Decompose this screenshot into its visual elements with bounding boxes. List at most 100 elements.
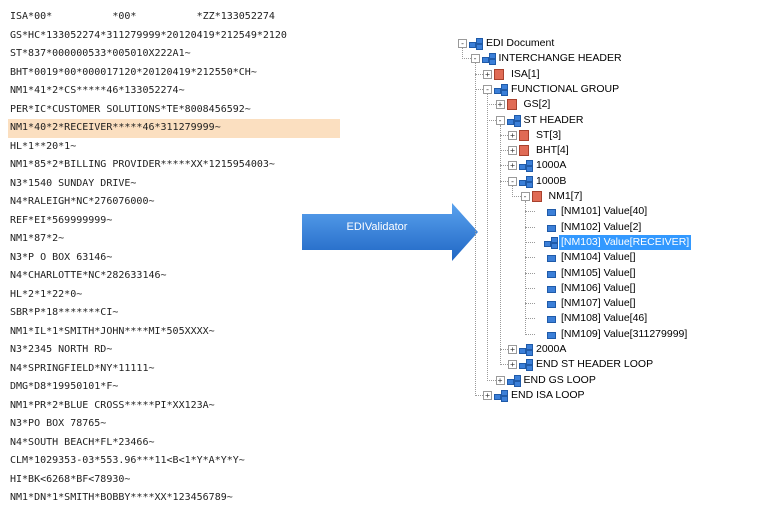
- expand-icon[interactable]: +: [508, 161, 517, 171]
- group-icon: [519, 160, 533, 173]
- collapse-icon[interactable]: -: [458, 39, 467, 48]
- edi-line: N3*PO BOX 78765~: [10, 418, 107, 429]
- edi-line: N3*P O BOX 63146~: [10, 251, 113, 263]
- element-icon: [547, 224, 556, 232]
- edi-line: NM1*DN*1*SMITH*BOBBY****XX*123456789~: [10, 492, 233, 503]
- edi-line: NM1*PR*2*BLUE CROSS*****PI*XX123A~: [10, 399, 215, 411]
- segment-icon: [519, 129, 529, 141]
- expand-icon[interactable]: +: [508, 360, 517, 370]
- collapse-icon[interactable]: -: [520, 192, 530, 201]
- tree-node-label: 1000B: [536, 174, 567, 187]
- tree-node-label: END ISA LOOP: [511, 388, 585, 401]
- edi-line: NM1*IL*1*SMITH*JOHN****MI*505XXXX~: [10, 325, 215, 337]
- edi-line: HL*1**20*1~: [10, 140, 77, 152]
- tree-node-label: NM1[7]: [548, 190, 583, 202]
- tree-node-label: END ST HEADER LOOP: [536, 358, 654, 371]
- element-icon: [547, 301, 556, 309]
- edi-line: N4*SOUTH BEACH*FL*23466~: [10, 436, 155, 448]
- tree-node-label: 1000A: [536, 159, 567, 172]
- segment-icon: [506, 99, 517, 111]
- tree-guide-line: [499, 124, 501, 366]
- group-icon: [494, 83, 508, 96]
- tree-guide-line: [487, 93, 488, 381]
- tree-node-label: [NM108] Value[46]: [561, 312, 648, 325]
- expand-icon[interactable]: +: [495, 100, 505, 110]
- tree-node-label: [NM101] Value[40]: [561, 205, 648, 218]
- edi-line: DMG*D8*19950101*F~: [10, 381, 119, 392]
- expand-icon[interactable]: +: [495, 375, 505, 385]
- group-icon: [506, 374, 521, 387]
- tree-node-label: [NM103] Value[RECEIVER]: [559, 234, 692, 250]
- edi-line: N4*RALEIGH*NC*276076000~: [10, 196, 155, 207]
- edi-line: NM1*40*2*RECEIVER*****46*311279999~: [8, 119, 340, 138]
- arrow-icon: [302, 203, 478, 261]
- tree-node-label: BHT[4]: [536, 144, 569, 157]
- element-icon: [547, 285, 556, 293]
- segment-icon: [519, 145, 529, 157]
- expand-icon[interactable]: +: [483, 69, 492, 79]
- expand-icon[interactable]: +: [508, 345, 517, 354]
- edi-line: ST*837*000000533*005010X222A1~: [10, 48, 191, 59]
- edi-line: N4*SPRINGFIELD*NY*11111~: [10, 362, 155, 374]
- group-icon: [519, 344, 533, 356]
- edi-line: SBR*P*18*******CI~: [10, 307, 119, 318]
- tree-node-label: [NM107] Value[]: [561, 297, 636, 310]
- edi-line: CLM*1029353-03*553.96***11<B<1*Y*A*Y*Y~: [10, 455, 245, 466]
- group-icon: [494, 389, 508, 402]
- edi-line: BHT*0019*00*000017120*20120419*212550*CH…: [10, 66, 257, 78]
- edi-line: HL*2*1*22*0~: [10, 288, 83, 300]
- segment-icon: [494, 68, 504, 80]
- collapse-icon[interactable]: -: [483, 84, 492, 94]
- tree-node-label: [NM105] Value[]: [561, 266, 636, 279]
- tree-node-label: END GS LOOP: [523, 373, 596, 386]
- segment-icon: [531, 191, 542, 202]
- tree-node-label: ST[3]: [536, 128, 562, 141]
- tree-guide-line: [512, 185, 513, 197]
- edi-line: ISA*00* *00* *ZZ*133052274: [10, 11, 275, 22]
- element-icon: [547, 316, 556, 324]
- expand-icon[interactable]: +: [483, 390, 492, 400]
- group-icon: [544, 236, 558, 249]
- edi-line: NM1*41*2*CS*****46*133052274~: [10, 85, 185, 96]
- edi-line: N4*CHARLOTTE*NC*282633146~: [10, 270, 167, 281]
- collapse-icon[interactable]: -: [508, 176, 517, 186]
- edi-line: NM1*87*2~: [10, 233, 65, 244]
- group-icon: [519, 175, 533, 188]
- edivalidator-arrow: EDIValidator: [302, 203, 478, 261]
- collapse-icon[interactable]: -: [495, 115, 505, 125]
- tree-node-label: ISA[1]: [511, 67, 540, 80]
- tree-guide-line: [524, 201, 526, 335]
- collapse-icon[interactable]: -: [470, 54, 480, 64]
- element-icon: [547, 270, 556, 278]
- tree-node-label: GS[2]: [523, 98, 551, 111]
- arrow-label: EDIValidator: [346, 221, 408, 233]
- edi-line: PER*IC*CUSTOMER SOLUTIONS*TE*8008456592~: [10, 103, 251, 115]
- tree-node-label: INTERCHANGE HEADER: [498, 52, 622, 65]
- edi-line: HI*BK<6268*BF<78930~: [10, 473, 131, 485]
- tree-guide-line: [474, 63, 476, 396]
- element-icon: [547, 209, 556, 217]
- group-icon: [506, 114, 521, 127]
- tree-node-label: EDI Document: [486, 37, 555, 49]
- group-icon: [519, 359, 533, 372]
- group-icon: [481, 53, 496, 66]
- edi-line: NM1*85*2*BILLING PROVIDER*****XX*1215954…: [10, 159, 275, 170]
- expand-icon[interactable]: +: [508, 130, 517, 140]
- edi-line: GS*HC*133052274*311279999*20120419*21254…: [10, 29, 287, 41]
- edi-line: REF*EI*569999999~: [10, 214, 113, 226]
- tree-node-label: [NM106] Value[]: [561, 281, 636, 294]
- tree-node-label: FUNCTIONAL GROUP: [511, 82, 620, 95]
- tree-guide-line: [462, 48, 463, 60]
- edi-line: N3*2345 NORTH RD~: [10, 344, 113, 355]
- tree-node-label: [NM104] Value[]: [561, 251, 636, 264]
- tree-node-label: [NM109] Value[311279999]: [561, 327, 688, 340]
- tree-node-label: 2000A: [536, 343, 567, 355]
- element-icon: [547, 331, 556, 339]
- tree-node-label: [NM102] Value[2]: [561, 220, 642, 233]
- group-icon: [469, 38, 483, 50]
- tree-node-label: ST HEADER: [523, 113, 584, 126]
- edi-line: N3*1540 SUNDAY DRIVE~: [10, 177, 137, 189]
- expand-icon[interactable]: +: [508, 146, 517, 156]
- element-icon: [547, 255, 556, 263]
